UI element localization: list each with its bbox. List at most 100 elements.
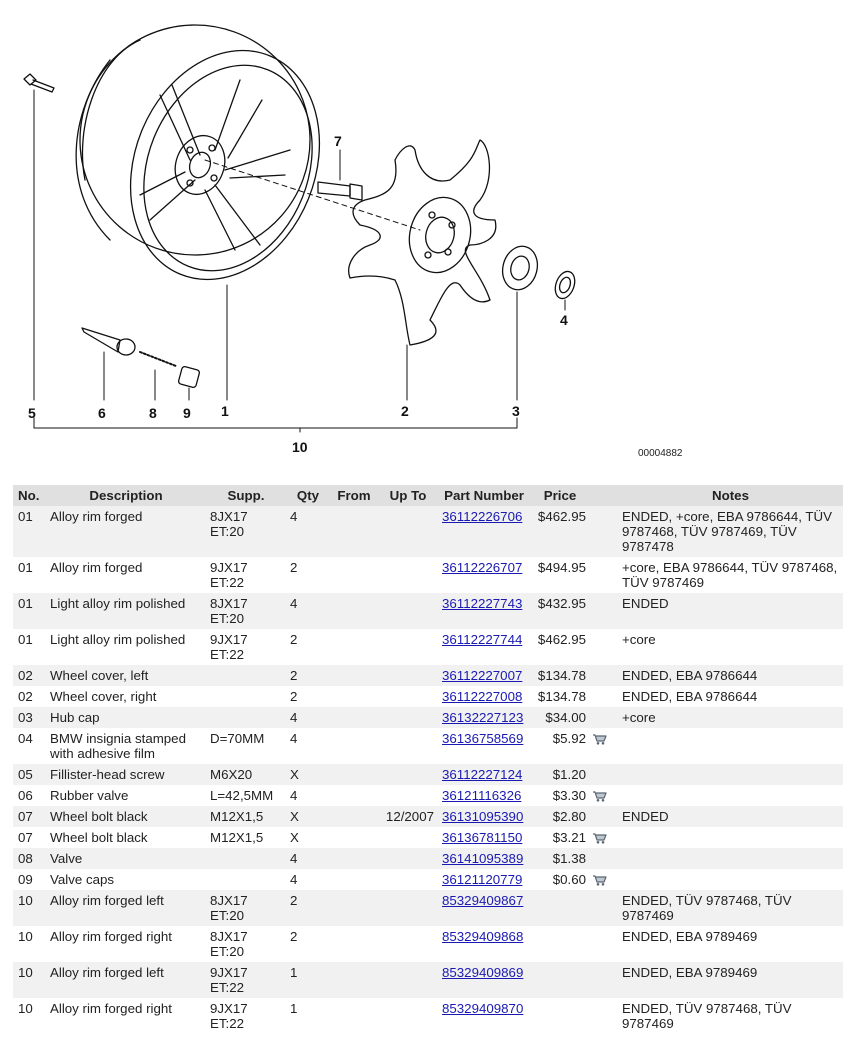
row-cart-cell: [590, 962, 618, 998]
callout-3[interactable]: 3: [512, 403, 520, 419]
row-qty: 2: [286, 665, 330, 686]
add-to-cart-icon[interactable]: [592, 832, 608, 844]
row-from: [330, 890, 378, 926]
table-row: 10 Alloy rim forged left 8JX17 ET:20 2 8…: [13, 890, 843, 926]
row-description: Hub cap: [46, 707, 206, 728]
row-no: 07: [13, 806, 46, 827]
row-qty: 2: [290, 689, 298, 704]
table-row: 04 BMW insignia stamped with adhesive fi…: [13, 728, 843, 764]
part-number-link[interactable]: 36112227007: [442, 668, 523, 683]
row-notes: +core: [618, 707, 843, 728]
callout-10[interactable]: 10: [292, 439, 308, 455]
row-supp: [206, 665, 286, 686]
part-number-link[interactable]: 85329409870: [442, 1001, 524, 1016]
row-no: 01: [18, 632, 33, 647]
row-no: 01: [13, 506, 46, 557]
add-to-cart-icon[interactable]: [592, 790, 608, 802]
row-notes: ENDED, EBA 9789469: [618, 962, 843, 998]
part-number-link[interactable]: 36112227744: [442, 632, 523, 647]
row-notes: [618, 785, 843, 806]
callout-7[interactable]: 7: [334, 133, 342, 149]
header-supp: Supp.: [206, 485, 286, 506]
row-up-to: [378, 506, 438, 557]
row-price: [530, 962, 590, 998]
part-number-link[interactable]: 85329409868: [442, 929, 524, 944]
callout-1[interactable]: 1: [221, 403, 229, 419]
row-no: 05: [13, 764, 46, 785]
row-from: [330, 962, 378, 998]
row-description: Light alloy rim polished: [50, 632, 186, 647]
callout-4[interactable]: 4: [560, 312, 568, 328]
row-cart-cell: [590, 557, 618, 593]
row-qty: 4: [286, 593, 330, 629]
part-number-link[interactable]: 36141095389: [442, 851, 524, 866]
table-row: 06 Rubber valve L=42,5MM 4 36121116326 $…: [13, 785, 843, 806]
row-notes: ENDED, EBA 9786644: [622, 689, 758, 704]
row-part-number-cell: 85329409868: [438, 926, 530, 962]
add-to-cart-icon[interactable]: [592, 874, 608, 886]
part-number-link[interactable]: 36131095390: [442, 809, 524, 824]
row-price: $3.21: [552, 830, 586, 845]
row-price: $462.95: [530, 506, 590, 557]
wheel-bolt-drawing: [317, 181, 363, 201]
row-price: $134.78: [537, 689, 586, 704]
row-part-number-cell: 36112227743: [438, 593, 530, 629]
add-to-cart-icon[interactable]: [592, 733, 608, 745]
table-row: 03 Hub cap 4 36132227123 $34.00 +core: [13, 707, 843, 728]
row-part-number-cell: 36112227124: [438, 764, 530, 785]
row-cart-cell: [590, 593, 618, 629]
row-up-to: [378, 629, 438, 665]
part-number-link[interactable]: 36112227124: [442, 767, 523, 782]
row-cart-cell: [590, 665, 618, 686]
callout-2[interactable]: 2: [401, 403, 409, 419]
row-no: 04: [18, 731, 33, 746]
parts-diagram: 5 6 8 9 1 7 2 3 4 10 00004882: [23, 24, 683, 459]
row-up-to: [378, 593, 438, 629]
row-supp: 9JX17 ET:22: [210, 1001, 248, 1031]
callout-6[interactable]: 6: [98, 405, 106, 421]
part-number-link[interactable]: 36112227008: [442, 689, 523, 704]
row-part-number-cell: 36112227744: [438, 629, 530, 665]
row-cart-cell: [590, 785, 618, 806]
part-number-link[interactable]: 36112226706: [442, 509, 523, 524]
part-number-link[interactable]: 36121120779: [442, 872, 523, 887]
part-number-link[interactable]: 36136758569: [442, 731, 524, 746]
row-no: 08: [13, 848, 46, 869]
row-part-number-cell: 85329409870: [438, 998, 530, 1034]
callout-8[interactable]: 8: [149, 405, 157, 421]
part-number-link[interactable]: 36112227743: [442, 596, 523, 611]
part-number-link[interactable]: 36132227123: [442, 710, 524, 725]
row-notes: +core, EBA 9786644, TÜV 9787468, TÜV 978…: [622, 560, 838, 590]
row-qty: 4: [286, 506, 330, 557]
callout-5[interactable]: 5: [28, 405, 36, 421]
callout-9[interactable]: 9: [183, 405, 191, 421]
row-part-number-cell: 85329409869: [438, 962, 530, 998]
row-supp: [206, 869, 286, 890]
part-number-link[interactable]: 36121116326: [442, 788, 522, 803]
row-notes: ENDED, TÜV 9787468, TÜV 9787469: [622, 1001, 792, 1031]
row-up-to: [378, 728, 438, 764]
row-supp: 8JX17 ET:20: [206, 593, 286, 629]
row-cart-cell: [590, 869, 618, 890]
row-qty: X: [286, 806, 330, 827]
part-number-link[interactable]: 85329409869: [442, 965, 524, 980]
row-supp: 9JX17 ET:22: [206, 962, 286, 998]
table-row: 01 Alloy rim forged 9JX17 ET:22 2 361122…: [13, 557, 843, 593]
part-number-link[interactable]: 85329409867: [442, 893, 524, 908]
row-notes: [618, 848, 843, 869]
rubber-valve-drawing: [81, 327, 136, 356]
row-part-number-cell: 36132227123: [438, 707, 530, 728]
row-description: Alloy rim forged right: [50, 1001, 172, 1016]
table-row: 02 Wheel cover, right 2 36112227008 $134…: [13, 686, 843, 707]
row-description: Alloy rim forged left: [46, 962, 206, 998]
row-description: Fillister-head screw: [46, 764, 206, 785]
table-header-row: No. Description Supp. Qty From Up To Par…: [13, 485, 843, 506]
part-number-link[interactable]: 36112226707: [442, 560, 523, 575]
row-cart-cell: [590, 926, 618, 962]
row-supp: M12X1,5: [210, 830, 264, 845]
row-description: Alloy rim forged left: [46, 890, 206, 926]
row-up-to: [378, 998, 438, 1034]
row-supp: [206, 848, 286, 869]
part-number-link[interactable]: 36136781150: [442, 830, 523, 845]
table-row: 02 Wheel cover, left 2 36112227007 $134.…: [13, 665, 843, 686]
